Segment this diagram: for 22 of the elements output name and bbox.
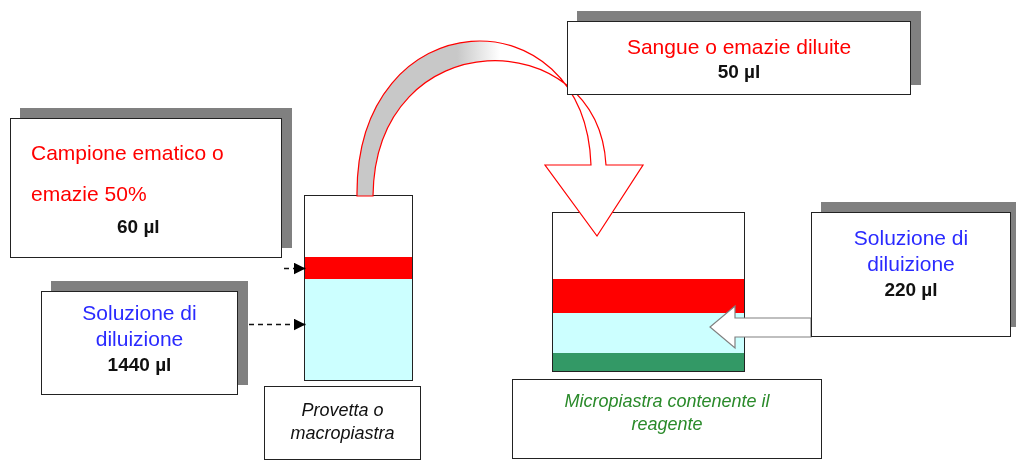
liquid-layer: [305, 279, 412, 380]
block-arrow: [356, 40, 644, 237]
label-box: [264, 386, 421, 460]
label-text: Soluzione di diluizione: [852, 225, 970, 278]
liquid-layer: [553, 279, 744, 313]
label-text: Provetta o macropiastra: [289, 399, 396, 446]
label-box: [512, 379, 822, 459]
label-text: Soluzione di diluizione: [81, 300, 198, 353]
label-text: Micropiastra contenente il reagente: [563, 390, 771, 437]
volume-text: 220 µl: [884, 277, 938, 302]
arrow: [283, 262, 307, 275]
liquid-layer: [305, 257, 412, 279]
label-text: Sangue o emazie diluite: [626, 34, 852, 60]
microplate-well: [552, 212, 745, 372]
volume-text: 60 µl: [116, 214, 160, 239]
liquid-layer: [553, 353, 744, 371]
label-text: Campione ematico o emazie 50%: [31, 140, 225, 207]
liquid-layer: [553, 313, 744, 353]
block-arrow: [709, 304, 812, 350]
volume-text: 1440 µl: [107, 352, 172, 377]
volume-text: 50 µl: [717, 60, 761, 85]
test-tube: [304, 195, 413, 381]
